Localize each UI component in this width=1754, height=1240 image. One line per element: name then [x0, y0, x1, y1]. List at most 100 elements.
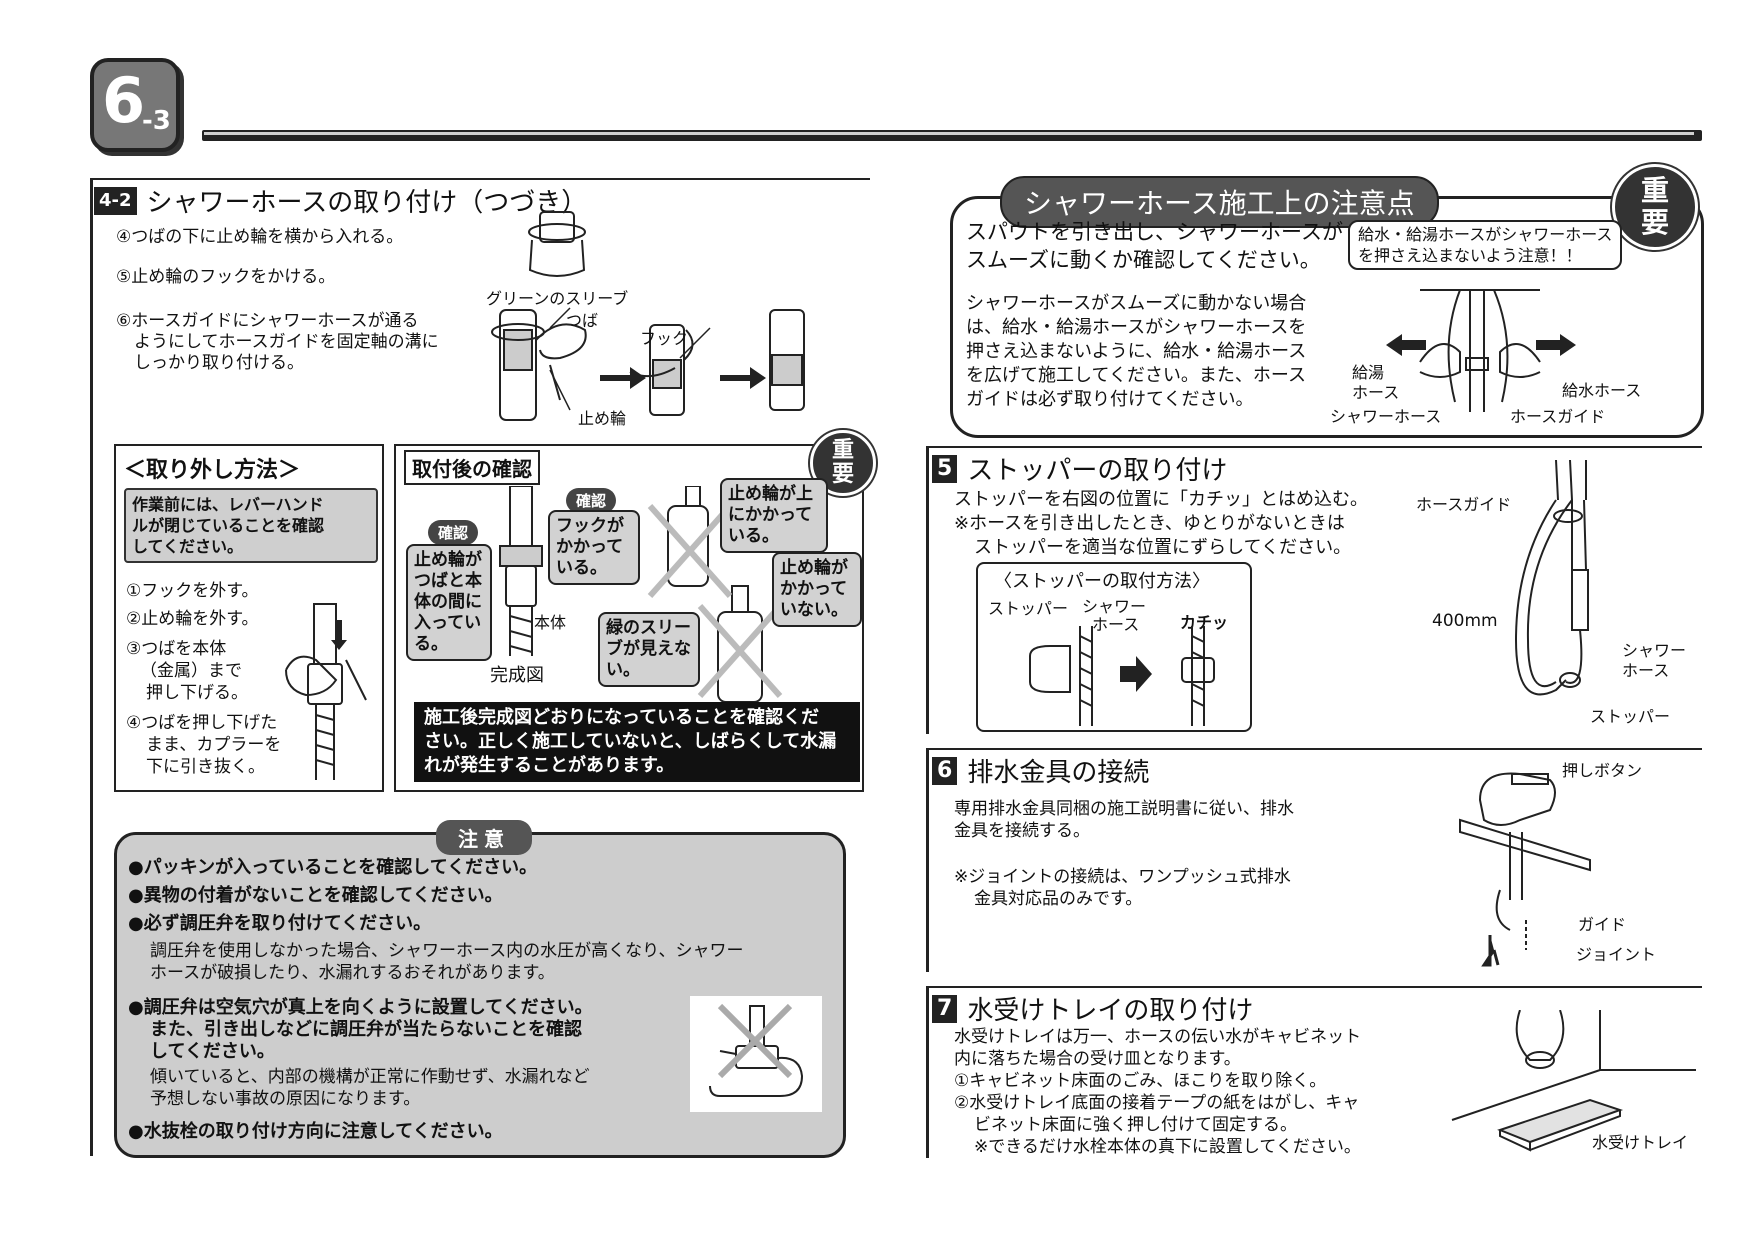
section-number: 7 — [932, 994, 958, 1023]
step-6-line2: ようにしてホースガイドを固定軸の溝に — [134, 332, 439, 352]
bubble-line: い。 — [606, 660, 640, 680]
callout-line: を押さえ込まないよう注意！！ — [1358, 246, 1582, 265]
warning-line: さい。正しく施工していないと、しばらくして水漏 — [424, 731, 837, 752]
label-push-button: 押しボタン — [1562, 761, 1643, 780]
label-shower-hose-1: シャワー — [1082, 597, 1147, 616]
label-400mm: 400mm — [1432, 611, 1498, 631]
caution-item-3-body: ホースが破損したり、水漏れするおそれがあります。 — [150, 963, 555, 983]
notice-body-line: シャワーホースがスムーズに動かない場合 — [966, 293, 1307, 314]
label-guide: ガイド — [1578, 915, 1627, 934]
s7-step-1: ①キャビネット床面のごみ、ほこりを取り除く。 — [954, 1071, 1327, 1091]
label-ring: 止め輪 — [578, 409, 627, 428]
section-title: 排水金具の接続 — [967, 758, 1150, 788]
s7-step-2: ②水受けトレイ底面の接着テープの紙をはがし、キャ — [954, 1093, 1360, 1113]
caution-item-1: ●パッキンが入っていることを確認してください。 — [128, 857, 538, 878]
page-number-badge: 6 -3 — [90, 58, 180, 152]
label-green-sleeve: グリーンのスリーブ — [486, 289, 629, 308]
notice-body-line: は、給水・給湯ホースがシャワーホースを — [966, 317, 1307, 338]
check-bad-ring-up: 止め輪が上 にかかって いる。 — [720, 478, 828, 553]
notice-body-line: 押さえ込まないように、給水・給湯ホース — [966, 341, 1307, 362]
bubble-line: いない。 — [780, 600, 848, 620]
section-6-rule — [926, 748, 929, 972]
step-6: ⑥ホースガイドにシャワーホースが通る — [116, 311, 419, 331]
bubble-line: いる。 — [556, 558, 607, 578]
notice-title: シャワーホース施工上の注意点 — [1000, 176, 1439, 228]
header-rule — [202, 130, 1702, 141]
notice-body-line: ガイドは必ず取り付けてください。 — [966, 389, 1254, 410]
label-hot-water-hose: ホース — [1352, 383, 1400, 402]
section-number: 6 — [932, 756, 958, 785]
label-cold-water-hose: 給水ホース — [1562, 381, 1642, 400]
step-5: ⑤止め輪のフックをかける。 — [116, 267, 336, 287]
section-title: 水受けトレイの取り付け — [967, 996, 1254, 1026]
removal-step-4-line2: まま、カプラーを — [146, 735, 282, 755]
s5-text-1: ストッパーを右図の位置に「カチッ」とはめ込む。 — [954, 489, 1368, 510]
bubble-line: る。 — [414, 634, 448, 654]
header-rule-highlight — [204, 132, 1694, 135]
label-hose-guide-5: ホースガイド — [1416, 495, 1512, 514]
label-joint: ジョイント — [1576, 945, 1657, 964]
caution-item-3-body: 調圧弁を使用しなかった場合、シャワーホース内の水圧が高くなり、シャワー — [150, 941, 744, 961]
s6-text-2: 金具を接続する。 — [954, 821, 1090, 841]
caution-item-3: ●必ず調圧弁を取り付けてください。 — [128, 913, 432, 934]
caution-item-4-body: 傾いていると、内部の機構が正常に作動せず、水漏れなど — [150, 1067, 590, 1087]
callout-line: 給水・給湯ホースがシャワーホース — [1358, 225, 1613, 244]
check-bad-sleeve: 緑のスリー ブが見えな い。 — [598, 612, 700, 687]
warning-line: れが発生することがあります。 — [424, 755, 675, 776]
section-7-rule — [926, 986, 929, 1158]
bubble-line: かかって — [556, 537, 624, 557]
removal-step-3-line3: 押し下げる。 — [146, 683, 248, 703]
notice-lead: スパウトを引き出し、シャワーホースが スムーズに動くか確認してください。 — [966, 218, 1343, 274]
label-tsuba: つば — [566, 311, 599, 330]
label-hook: フック — [640, 329, 689, 348]
water-tray-illustration — [1451, 1010, 1696, 1152]
section-5-heading: 5 ストッパーの取り付け — [932, 450, 1227, 487]
removal-note-line: 作業前には、レバーハンド — [132, 495, 324, 514]
s6-text-1: 専用排水金具同梱の施工説明書に従い、排水 — [954, 799, 1294, 819]
section-number: 5 — [932, 454, 958, 483]
important-char: 要 — [1640, 206, 1669, 239]
step-4: ④つばの下に止め輪を横から入れる。 — [116, 227, 404, 247]
section-42-rule — [90, 178, 870, 180]
bubble-line: かかって — [780, 579, 848, 599]
check-pill-2: 確認 — [566, 488, 617, 513]
check-bubble-ring: 止め輪が つばと本 体の間に 入ってい る。 — [406, 544, 492, 661]
important-char: 重 — [831, 438, 854, 463]
hose-spread-illustration — [1419, 289, 1541, 412]
label-shower-hose: シャワーホース — [1330, 407, 1442, 426]
notice-body: シャワーホースがスムーズに動かない場合 は、給水・給湯ホースがシャワーホースを … — [966, 292, 1306, 412]
section-5-top-rule — [926, 446, 1702, 448]
bubble-line: 止め輪が — [780, 558, 848, 578]
check-pill-1: 確認 — [428, 520, 479, 545]
bubble-line: つばと本 — [414, 571, 482, 591]
removal-step-1: ①フックを外す。 — [126, 581, 259, 601]
important-char: 要 — [831, 462, 854, 487]
stopper-method-box — [976, 562, 1252, 732]
caution-title: 注意 — [436, 820, 532, 855]
caution-item-4: ●調圧弁は空気穴が真上を向くように設置してください。 — [128, 997, 593, 1018]
step-6-line3: しっかり取り付ける。 — [134, 353, 304, 373]
caution-item-4-line2: また、引き出しなどに調圧弁が当たらないことを確認 — [150, 1019, 582, 1040]
removal-note: 作業前には、レバーハンド ルが閉じていることを確認 してください。 — [124, 488, 378, 563]
notice-body-line: を広げて施工してください。また、ホース — [966, 365, 1307, 386]
drain-illustration — [1459, 772, 1591, 967]
s7-text-2: 内に落ちた場合の受け皿となります。 — [954, 1049, 1241, 1069]
s5-text-3: ストッパーを適当な位置にずらしてください。 — [974, 537, 1352, 558]
label-stopper-5: ストッパー — [1590, 707, 1671, 726]
section-title: シャワーホースの取り付け（つづき） — [146, 188, 588, 218]
section-6-heading: 6 排水金具の接続 — [932, 752, 1149, 789]
s7-step-2-line2: ビネット床面に強く押し付けて固定する。 — [974, 1115, 1297, 1135]
s5-text-2: ※ホースを引き出したとき、ゆとりがないときは — [954, 513, 1345, 534]
notice-callout: 給水・給湯ホースがシャワーホース を押さえ込まないよう注意！！ — [1348, 220, 1623, 270]
page-subnumber: -3 — [142, 106, 171, 136]
check-warning: 施工後完成図どおりになっていることを確認くだ さい。正しく施工していないと、しば… — [414, 702, 860, 782]
important-badge: 重 要 — [1612, 164, 1698, 250]
check-bad-ring-missing: 止め輪が かかって いない。 — [772, 552, 862, 627]
ring-install-illustration — [491, 211, 805, 421]
s6-note-2: 金具対応品のみです。 — [974, 889, 1143, 909]
removal-step-4-line3: 下に引き抜く。 — [146, 757, 265, 777]
bubble-line: フックが — [556, 516, 624, 536]
s7-note: ※できるだけ水栓本体の真下に設置してください。 — [974, 1137, 1361, 1157]
pressure-valve-illustration — [690, 996, 822, 1112]
bubble-line: 体の間に — [414, 592, 482, 612]
